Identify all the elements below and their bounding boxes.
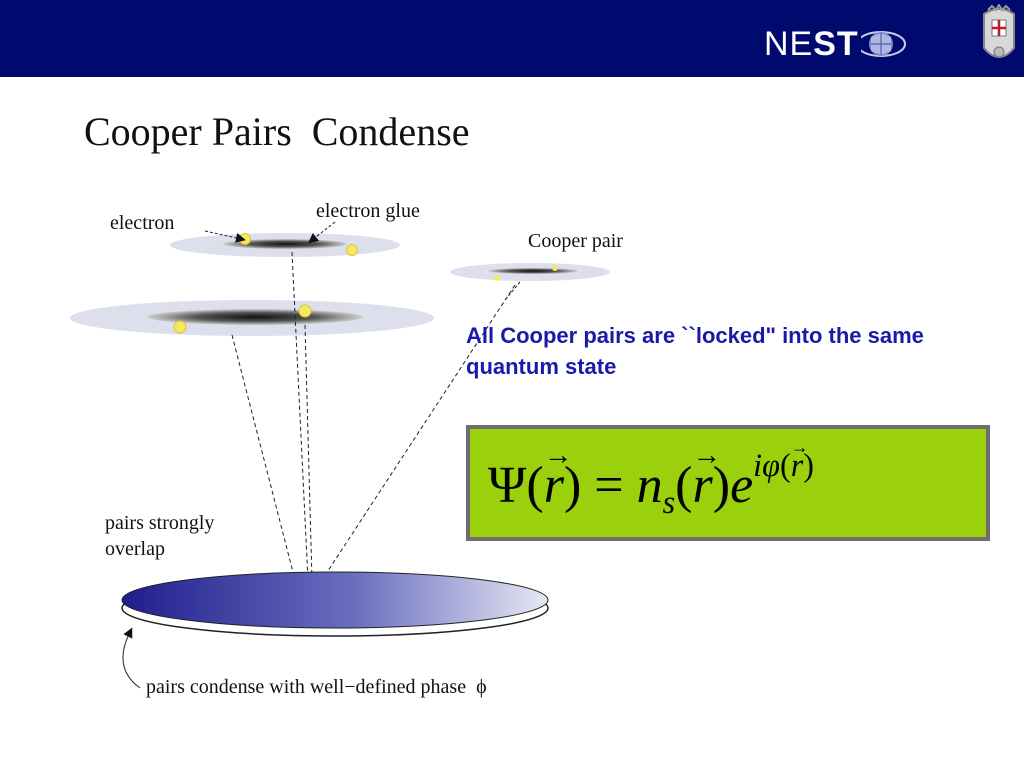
density-subscript: s [662,484,676,521]
label-overlap-line1: pairs strongly [105,512,215,534]
condense-arrow [319,284,516,585]
cooper-pair-pointer [504,281,521,301]
electron-dot [239,233,251,245]
density-symbol: n [636,456,663,514]
condensate-disk [121,571,549,629]
logo-text-bold: ST [813,24,859,63]
imaginary-unit: i [753,447,763,483]
equals-sign: = [594,456,624,514]
label-electron: electron [110,212,175,234]
electron-dot [494,275,500,281]
slide-title: Cooper Pairs Condense [84,109,470,154]
label-electron-glue: electron glue [316,200,420,222]
condense-arrow [304,324,313,581]
cooper-pair-diagram [70,221,610,689]
phase-exponent: iφ(r) [753,437,814,484]
pair-cloud-small [488,268,578,274]
electron-dot [173,320,187,334]
globe-icon [860,31,906,57]
electron-dot [298,304,312,318]
label-condense-phase: pairs condense with well−defined phase ϕ [146,676,487,698]
phase-pointer [122,627,141,689]
condense-arrow [291,251,313,585]
psi-symbol: Ψ [488,456,527,514]
label-cooper-pair: Cooper pair [528,230,623,252]
wavefunction-equation: Ψ(r) = ns(r)eiφ(r) [488,437,814,521]
logo-text-plain: NE [764,24,814,63]
wavefunction-box: Ψ(r) = ns(r)eiφ(r) [466,425,990,541]
position-vector: r [791,437,804,484]
slide-header [0,0,1024,77]
label-overlap-line2: overlap [105,538,165,560]
phase-symbol: φ [762,447,780,483]
electron-dot [346,244,358,256]
position-vector: r [692,440,713,515]
exponential-base: e [730,456,754,514]
electron-pointer [204,230,246,243]
electron-dot [552,265,558,271]
condense-arrow [231,334,299,585]
locked-state-callout: All Cooper pairs are ``locked" into the … [466,323,924,379]
crest-icon [983,4,1015,58]
position-vector: r [544,440,565,515]
